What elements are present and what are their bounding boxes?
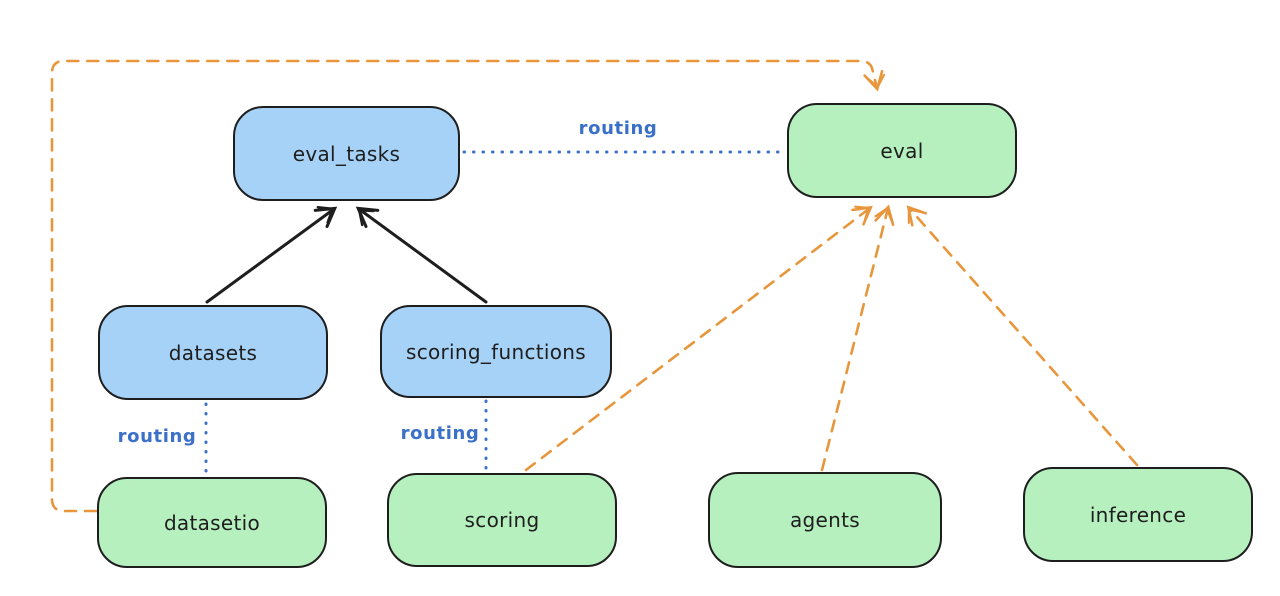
routing-label-scoring-functions-scoring: routing: [400, 423, 480, 444]
node-scoring-label: scoring: [464, 508, 540, 532]
edge-scoring-to-eval: [524, 205, 873, 472]
node-scoring-functions-label: scoring_functions: [405, 339, 587, 364]
node-scoring: scoring: [387, 473, 617, 567]
node-agents-label: agents: [790, 508, 860, 532]
node-inference-label: inference: [1089, 502, 1187, 527]
routing-label-top: routing: [578, 118, 658, 139]
node-datasets-label: datasets: [168, 340, 258, 365]
node-agents: agents: [708, 472, 942, 568]
node-datasetio-label: datasetio: [163, 510, 261, 535]
node-scoring-functions: scoring_functions: [380, 305, 612, 398]
node-eval-label: eval: [880, 138, 924, 163]
edge-agents-to-eval: [820, 204, 895, 472]
node-eval-tasks-label: eval_tasks: [292, 141, 401, 166]
edge-datasets-to-eval-tasks: [205, 206, 338, 304]
node-datasets: datasets: [98, 305, 328, 400]
node-eval: eval: [787, 103, 1017, 198]
node-eval-tasks: eval_tasks: [233, 106, 460, 201]
edge-datasetio-to-eval: [50, 59, 886, 513]
node-datasetio: datasetio: [97, 477, 327, 568]
node-inference: inference: [1023, 467, 1253, 562]
edge-scoring-functions-to-eval-tasks: [355, 206, 488, 304]
edge-inference-to-eval: [906, 205, 1139, 467]
routing-label-datasets-datasetio: routing: [117, 426, 197, 447]
